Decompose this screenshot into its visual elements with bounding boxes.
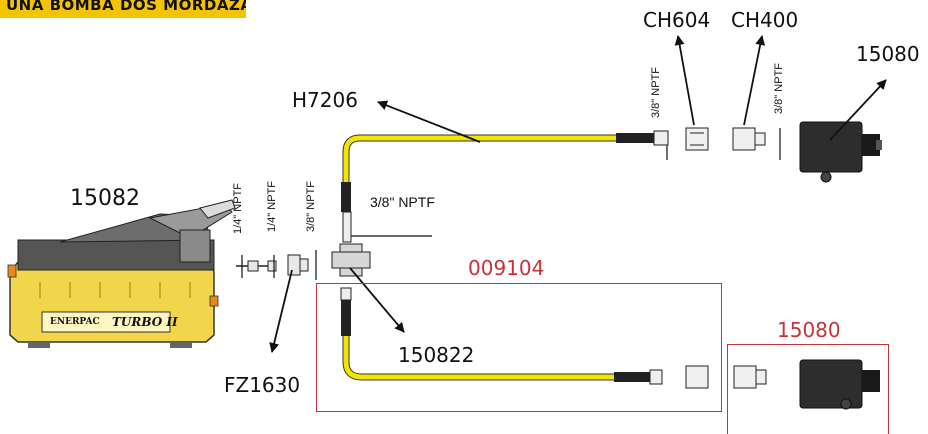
label-pump-15082: 15082 xyxy=(70,186,140,211)
title-banner: UNA BOMBA DOS MORDAZAS xyxy=(0,0,246,18)
label-kit-15080: 15080 xyxy=(777,318,841,342)
coupler-ch604 xyxy=(685,127,709,151)
fittings-left xyxy=(236,254,309,276)
pump-15082 xyxy=(7,199,236,348)
label-head-15080-top: 15080 xyxy=(856,42,920,66)
thread-label-4: 3/8" NPTF xyxy=(650,67,662,118)
hydraulic-diagram xyxy=(7,35,887,410)
head-15080-top xyxy=(799,121,882,183)
title-text: UNA BOMBA DOS MORDAZAS xyxy=(6,0,246,14)
cross-fitting xyxy=(331,211,371,277)
thread-label-5: 3/8" NPTF xyxy=(773,63,785,114)
thread-label-2: 1/4" NPTF xyxy=(266,181,278,232)
pump-brand: ENERPAC xyxy=(50,317,100,327)
pump-model: TURBO II xyxy=(112,315,178,329)
leader-arrows xyxy=(269,35,887,353)
thread-label-3: 3/8" NPTF xyxy=(305,181,317,232)
coupler-ch400 xyxy=(732,127,766,151)
head-15080-kit xyxy=(733,359,880,410)
label-coupler-ch400: CH400 xyxy=(731,8,799,32)
label-coupler-ch604: CH604 xyxy=(643,8,711,32)
hose-150822 xyxy=(340,287,709,389)
hose-h7206 xyxy=(341,130,669,212)
label-fz1630: FZ1630 xyxy=(224,373,301,397)
label-hose-h7206: H7206 xyxy=(292,88,358,112)
thread-label-1: 1/4" NPTF xyxy=(232,183,244,234)
label-hose-150822: 150822 xyxy=(398,343,475,367)
thread-label-6: 3/8" NPTF xyxy=(370,194,435,210)
label-kit-009104: 009104 xyxy=(468,256,545,280)
kit-frame-009104 xyxy=(316,283,722,412)
kit-frame-15080 xyxy=(727,344,889,434)
